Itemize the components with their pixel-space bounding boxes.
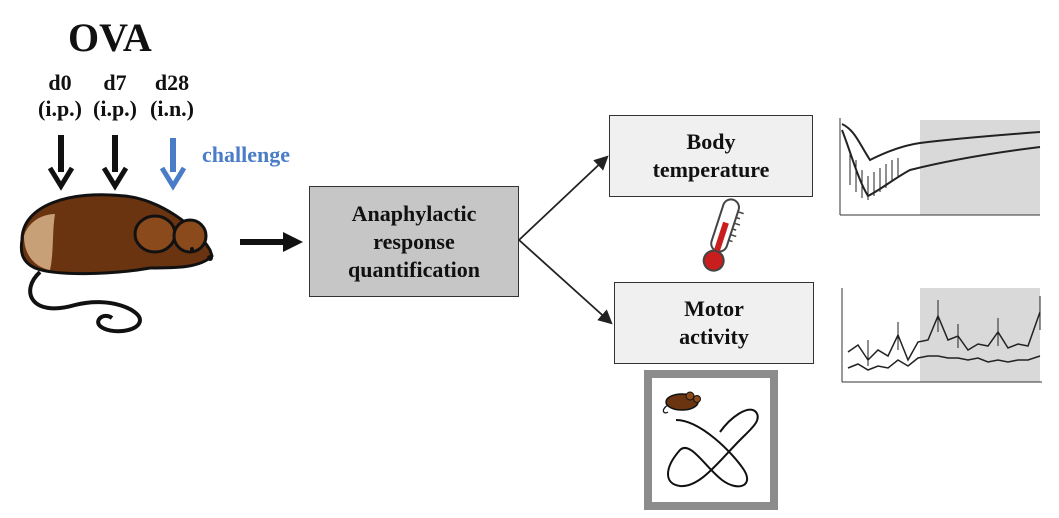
anaphylactic-response-box: Anaphylactic response quantification: [309, 186, 519, 297]
arrow-icon: [240, 232, 303, 252]
schedule-d0: d0 (i.p.): [30, 70, 90, 122]
box-label: Motor activity: [679, 296, 749, 349]
body-temperature-box: Body temperature: [609, 115, 813, 197]
open-field-arena: [644, 370, 778, 510]
box-label: Body temperature: [652, 129, 770, 182]
arrow-icon: [101, 135, 129, 191]
motor-chart-thumbnail: [841, 288, 1042, 383]
schedule-route-label: (i.p.): [93, 96, 137, 121]
schedule-route-label: (i.n.): [150, 96, 194, 121]
schedule-day-label: d7: [103, 70, 127, 95]
motor-activity-box: Motor activity: [614, 282, 814, 364]
schedule-d28: d28 (i.n.): [142, 70, 202, 122]
schedule-day-label: d28: [154, 70, 190, 95]
schedule-day-label: d0: [48, 70, 72, 95]
page-title: OVA: [68, 15, 152, 60]
challenge-label: challenge: [202, 142, 290, 167]
schedule-route-label: (i.p.): [38, 96, 82, 121]
box-label: Anaphylactic response quantification: [347, 200, 481, 282]
temperature-chart-thumbnail: [839, 118, 1041, 216]
arrow-icon: [159, 138, 187, 191]
arrow-icon: [47, 135, 75, 191]
schedule-d7: d7 (i.p.): [85, 70, 145, 122]
thermometer-icon: [702, 198, 744, 272]
mouse-icon: [19, 193, 214, 334]
